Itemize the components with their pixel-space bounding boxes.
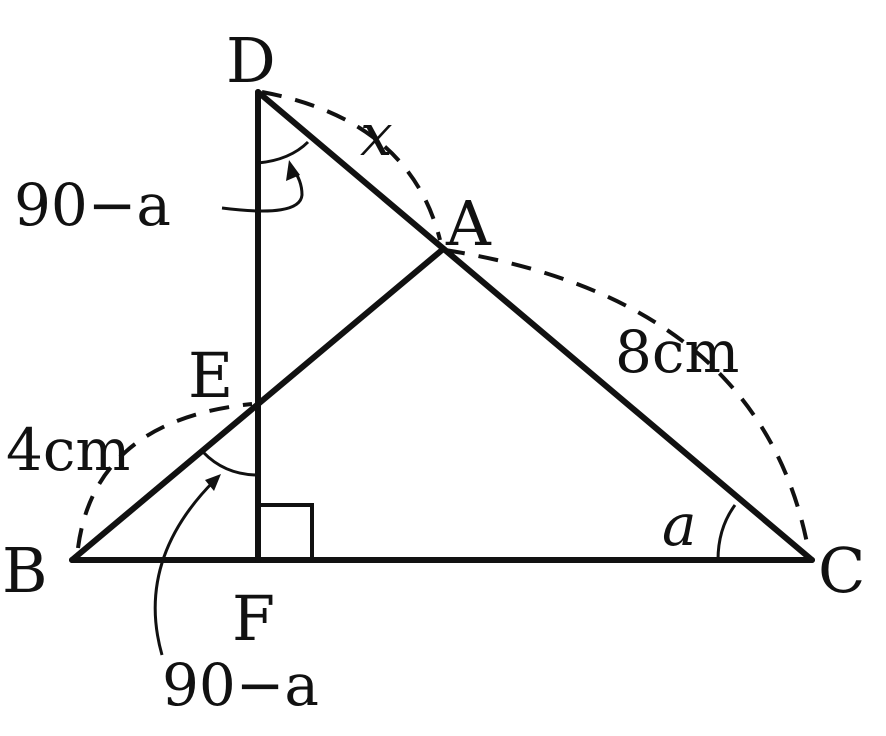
label-point-f: F [232, 582, 275, 655]
label-angle-c: a [662, 491, 697, 559]
label-x: x [360, 101, 393, 169]
right-angle-marker [258, 503, 314, 560]
label-point-a: A [445, 187, 492, 260]
label-angle-d: 90−a [14, 171, 171, 239]
arc-x-dashed [261, 90, 442, 241]
label-point-c: C [818, 534, 865, 607]
arc-8cm-dashed [444, 248, 810, 549]
arrow-to-angle-e [153, 478, 217, 656]
segment-dc [255, 89, 815, 563]
label-be-length: 4cm [6, 416, 130, 484]
label-point-b: B [2, 534, 48, 607]
label-angle-e: 90−a [162, 651, 319, 719]
arrowhead-d [286, 160, 300, 181]
arc-4cm-dashed [76, 402, 253, 549]
angle-arc-e [201, 450, 259, 477]
angle-arc-c [716, 504, 737, 561]
label-point-d: D [226, 24, 276, 97]
arrow-to-angle-d [221, 167, 304, 213]
label-ac-length: 8cm [615, 318, 739, 386]
arrowhead-e [205, 474, 221, 491]
label-point-e: E [188, 339, 233, 412]
angle-arc-d [257, 140, 310, 165]
segment-ba [69, 247, 445, 563]
